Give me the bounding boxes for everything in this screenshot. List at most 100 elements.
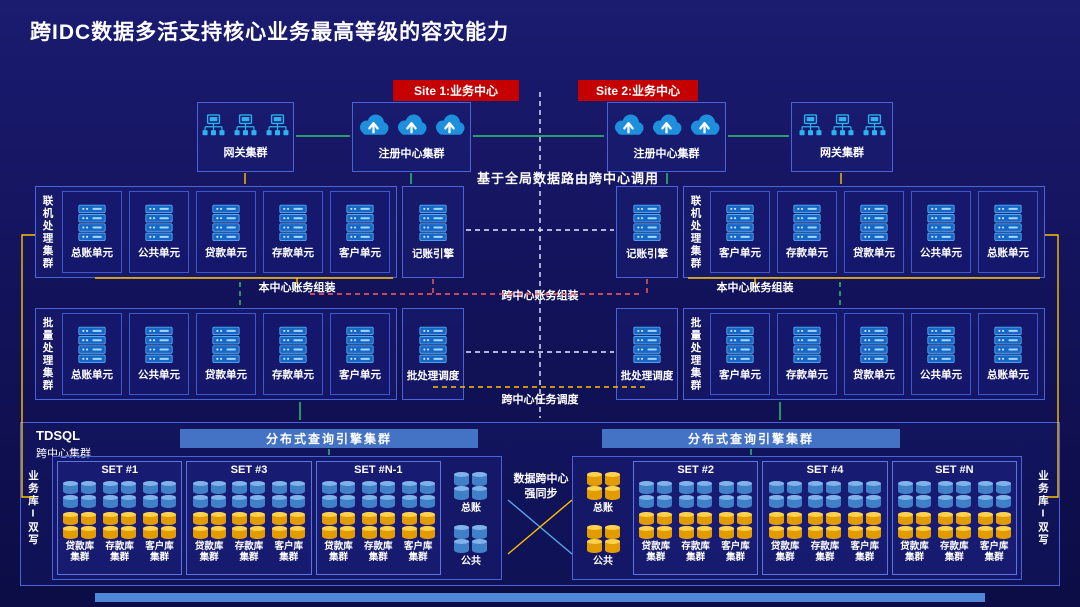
ledger-engine-left: 记账引擎 xyxy=(402,186,464,278)
cloud-upload-icon xyxy=(612,113,645,137)
server-unit: 公共单元 xyxy=(129,313,189,395)
batch-cluster-right: 批量处理集群 客户单元存款单元贷款单元公共单元总账单元 xyxy=(683,308,1045,400)
server-icon xyxy=(633,204,661,242)
batch-cluster-left: 批量处理集群 总账单元公共单元贷款单元存款单元客户单元 xyxy=(35,308,397,400)
db-label: 客户库集群 xyxy=(145,541,174,563)
database-icon-yellow xyxy=(586,522,620,553)
server-unit: 贷款单元 xyxy=(844,313,904,395)
server-unit: 公共单元 xyxy=(911,191,971,273)
server-unit: 客户单元 xyxy=(330,313,390,395)
database-icon-blue xyxy=(142,477,176,508)
global-routing-banner: 基于全局数据路由跨中心调用 xyxy=(476,171,659,186)
registry-cluster-right: 注册中心集群 xyxy=(607,102,726,172)
database-icon-yellow xyxy=(639,508,673,539)
cluster-vertical-label: 批量处理集群 xyxy=(41,316,54,392)
db-column: 客户库集群 xyxy=(271,477,307,574)
database-icon-yellow xyxy=(768,508,802,539)
gateway-icons xyxy=(797,114,888,137)
db-label: 贷款库集群 xyxy=(324,541,353,563)
db-column: 存款库集群 xyxy=(678,477,714,574)
database-icon-yellow xyxy=(63,508,97,539)
db-column: 贷款库集群 xyxy=(191,477,227,574)
db-label: 存款库集群 xyxy=(364,541,393,563)
db-label: 贷款库集群 xyxy=(770,541,800,563)
server-icon xyxy=(994,204,1022,242)
database-icon-blue xyxy=(321,477,355,508)
database-icon-yellow xyxy=(232,508,266,539)
db-group: 公共 xyxy=(454,522,488,568)
server-unit: 公共单元 xyxy=(129,191,189,273)
db-column: 贷款库集群 xyxy=(767,477,803,574)
db-column: 贷款库集群 xyxy=(320,477,356,574)
unit-row: 客户单元存款单元贷款单元公共单元总账单元 xyxy=(708,190,1040,274)
database-icon-yellow xyxy=(401,508,435,539)
assemble-local-right-label: 本中心账务组装 xyxy=(716,282,794,294)
cloud-upload-icon xyxy=(688,113,721,137)
db-label: 存款库集群 xyxy=(681,541,710,563)
db-label: 存款库集群 xyxy=(234,541,264,563)
database-icon-yellow xyxy=(192,508,226,539)
database-icon-yellow xyxy=(272,508,306,539)
server-icon xyxy=(793,204,821,242)
database-icon-blue xyxy=(639,477,673,508)
server-icon xyxy=(860,326,888,364)
unit-row: 总账单元公共单元贷款单元存款单元客户单元 xyxy=(60,312,392,396)
server-icon xyxy=(279,204,307,242)
db-label: 公共 xyxy=(460,555,481,567)
db-label: 贷款库集群 xyxy=(194,541,224,563)
network-node-icon xyxy=(861,114,888,137)
unit-label: 批处理调度 xyxy=(406,369,460,382)
dual-write-label-left: 业务库I双写 xyxy=(27,470,39,547)
database-icon-yellow xyxy=(848,508,882,539)
db-column: 客户库集群 xyxy=(400,477,436,574)
database-icon-yellow xyxy=(977,508,1011,539)
unit-label: 公共单元 xyxy=(138,369,180,381)
server-unit: 客户单元 xyxy=(710,191,770,273)
server-icon xyxy=(927,204,955,242)
server-icon xyxy=(279,326,307,364)
online-cluster-left: 联机处理集群 总账单元公共单元贷款单元存款单元客户单元 xyxy=(35,186,397,278)
server-icon xyxy=(346,204,374,242)
server-icon xyxy=(145,326,173,364)
unit-label: 存款单元 xyxy=(786,369,828,381)
network-node-icon xyxy=(200,114,227,137)
server-unit: 存款单元 xyxy=(263,191,323,273)
db-group: 总账 xyxy=(586,469,620,515)
database-icon-blue xyxy=(361,477,395,508)
server-icon xyxy=(927,326,955,364)
database-icon-yellow xyxy=(103,508,137,539)
database-icon-blue xyxy=(768,477,802,508)
db-label: 存款库集群 xyxy=(810,541,840,563)
server-unit: 总账单元 xyxy=(62,313,122,395)
server-icon xyxy=(145,204,173,242)
server-unit: 贷款单元 xyxy=(196,313,256,395)
db-label: 客户库集群 xyxy=(403,541,433,563)
server-icon xyxy=(793,326,821,364)
box-label: 网关集群 xyxy=(223,147,268,160)
db-label: 贷款库集群 xyxy=(641,541,671,563)
cluster-vertical-label: 联机处理集群 xyxy=(689,194,702,270)
database-icon-yellow xyxy=(142,508,176,539)
db-column: 存款库集群 xyxy=(807,477,843,574)
unit-row: 客户单元存款单元贷款单元公共单元总账单元 xyxy=(708,312,1040,396)
dual-write-label-right: 业务库I双写 xyxy=(1037,470,1049,547)
server-unit: 贷款单元 xyxy=(196,191,256,273)
tdsql-title: TDSQL xyxy=(36,428,81,443)
unit-label: 客户单元 xyxy=(339,247,381,259)
db-label: 贷款库集群 xyxy=(65,541,95,563)
db-column: 客户库集群 xyxy=(717,477,753,574)
server-icon xyxy=(726,326,754,364)
unit-label: 记账引擎 xyxy=(412,247,454,260)
batch-scheduler-right: 批处理调度 xyxy=(616,308,678,400)
db-label: 存款库集群 xyxy=(105,541,134,563)
server-icon xyxy=(633,326,661,364)
server-icon xyxy=(994,326,1022,364)
database-icon-blue xyxy=(232,477,266,508)
database-icon-blue xyxy=(897,477,931,508)
unit-label: 记账引擎 xyxy=(626,247,668,260)
db-column: 客户库集群 xyxy=(847,477,883,574)
db-column: 存款库集群 xyxy=(936,477,972,574)
